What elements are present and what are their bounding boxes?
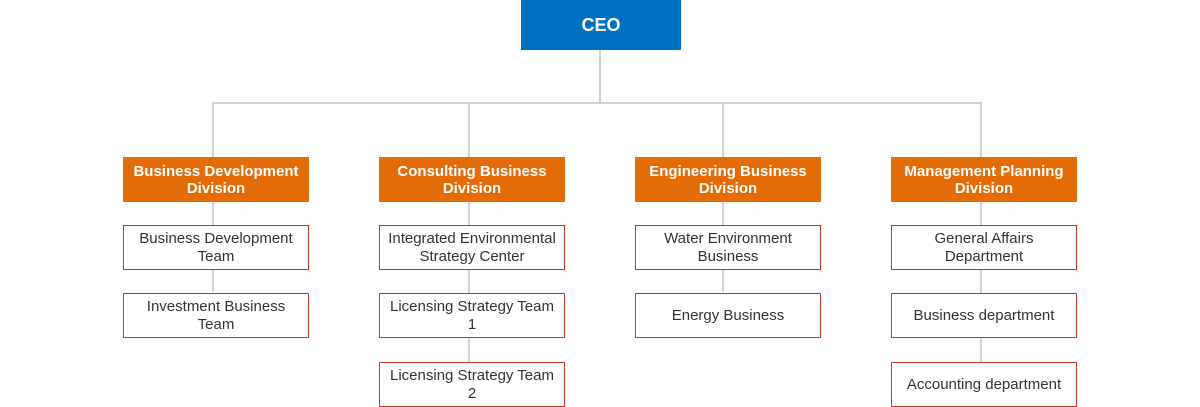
ceo-box: CEO <box>521 0 681 50</box>
division-drop-1 <box>212 102 214 157</box>
division-drop-4 <box>980 102 982 157</box>
column-connector-4 <box>980 202 982 362</box>
team-licensing-strategy-1: Licensing Strategy Team 1 <box>379 293 565 338</box>
team-business-development: Business Development Team <box>123 225 309 270</box>
team-water-environment: Water Environment Business <box>635 225 821 270</box>
division-drop-3 <box>722 102 724 157</box>
team-investment-business: Investment Business Team <box>123 293 309 338</box>
team-licensing-strategy-2: Licensing Strategy Team 2 <box>379 362 565 407</box>
division-bus-line <box>212 102 982 104</box>
team-business-department: Business department <box>891 293 1077 338</box>
team-general-affairs: General Affairs Department <box>891 225 1077 270</box>
division-consulting-business: Consulting Business Division <box>379 157 565 202</box>
team-energy-business: Energy Business <box>635 293 821 338</box>
division-business-development: Business Development Division <box>123 157 309 202</box>
division-management-planning: Management Planning Division <box>891 157 1077 202</box>
team-accounting-department: Accounting department <box>891 362 1077 407</box>
column-connector-2 <box>468 202 470 362</box>
team-integrated-environmental-strategy: Integrated Environmental Strategy Center <box>379 225 565 270</box>
ceo-connector <box>599 50 601 102</box>
division-engineering-business: Engineering Business Division <box>635 157 821 202</box>
division-drop-2 <box>468 102 470 157</box>
